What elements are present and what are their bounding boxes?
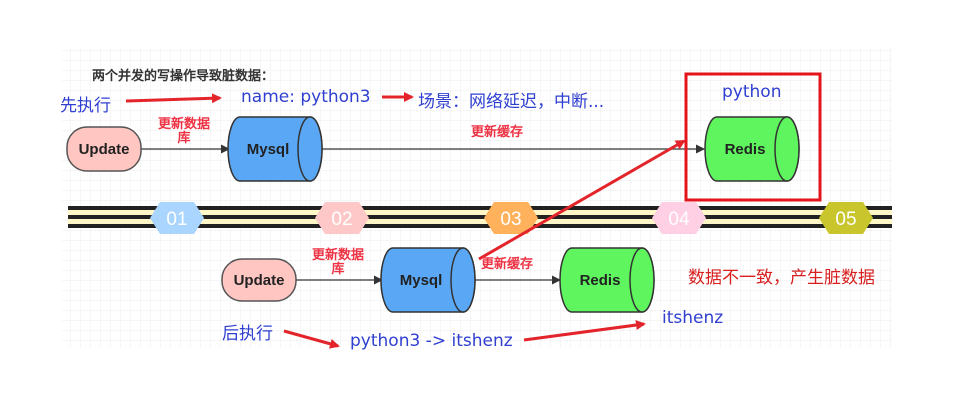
first-to-name-arrow — [125, 93, 222, 104]
timeline-step-label: 03 — [500, 209, 521, 230]
update-db-label-line1: 更新数据 — [157, 117, 210, 132]
update-node-top: Update — [66, 126, 142, 172]
mysql-cylinder-bottom: Mysql — [380, 247, 476, 313]
update-cache-label-top: 更新缓存 — [471, 125, 524, 140]
svg-text:Update: Update — [79, 141, 130, 158]
name-value-label: name: python3 — [241, 87, 371, 107]
svg-text:Mysql: Mysql — [400, 272, 443, 289]
timeline-step-01: 01 — [150, 202, 204, 234]
redis-cylinder-bottom: Redis — [559, 247, 655, 313]
diagram-title: 两个并发的写操作导致脏数据： — [92, 69, 275, 84]
after-execute-label: 后执行 — [222, 324, 273, 344]
update-node-bottom: Update — [221, 258, 297, 302]
svg-text:Redis: Redis — [580, 272, 621, 289]
timeline-step-label: 04 — [668, 209, 690, 230]
inconsistent-data-label: 数据不一致，产生脏数据 — [688, 268, 875, 288]
scenario-label: 场景：网络延迟，中断... — [418, 92, 605, 112]
redis-value-top: python — [722, 82, 782, 102]
update-db-label-top: 更新数据 库 — [152, 118, 216, 146]
timeline-step-02: 02 — [315, 202, 369, 234]
timeline-bar — [68, 206, 892, 228]
timeline-step-04: 04 — [652, 202, 706, 234]
update-db-label-line1: 更新数据 — [311, 248, 364, 263]
timeline-step-05: 05 — [819, 202, 873, 234]
timeline-step-label: 01 — [166, 209, 187, 230]
timeline-step-03: 03 — [484, 202, 538, 234]
redis-highlight-box — [684, 72, 822, 202]
first-execute-label: 先执行 — [60, 96, 111, 116]
svg-text:Redis: Redis — [725, 141, 766, 158]
redis-cylinder-top: Redis — [704, 116, 800, 182]
svg-text:Update: Update — [234, 272, 285, 289]
update-cache-label-bottom: 更新缓存 — [481, 257, 534, 272]
change-to-value-arrow — [523, 320, 646, 342]
update-db-label-line2: 库 — [177, 131, 191, 146]
after-to-change-arrow — [283, 329, 340, 349]
timeline-step-label: 05 — [835, 209, 856, 230]
mysql-cylinder-top: Mysql — [227, 116, 323, 182]
timeline-step-label: 02 — [331, 209, 352, 230]
change-value-label: python3 -> itshenz — [350, 331, 513, 351]
mysql-to-redis-cross-arrow — [478, 139, 686, 261]
svg-text:Mysql: Mysql — [247, 141, 290, 158]
update-db-label-line2: 库 — [331, 262, 345, 277]
redis-value-bottom: itshenz — [662, 308, 724, 328]
update-db-label-bottom: 更新数据 库 — [306, 249, 370, 277]
